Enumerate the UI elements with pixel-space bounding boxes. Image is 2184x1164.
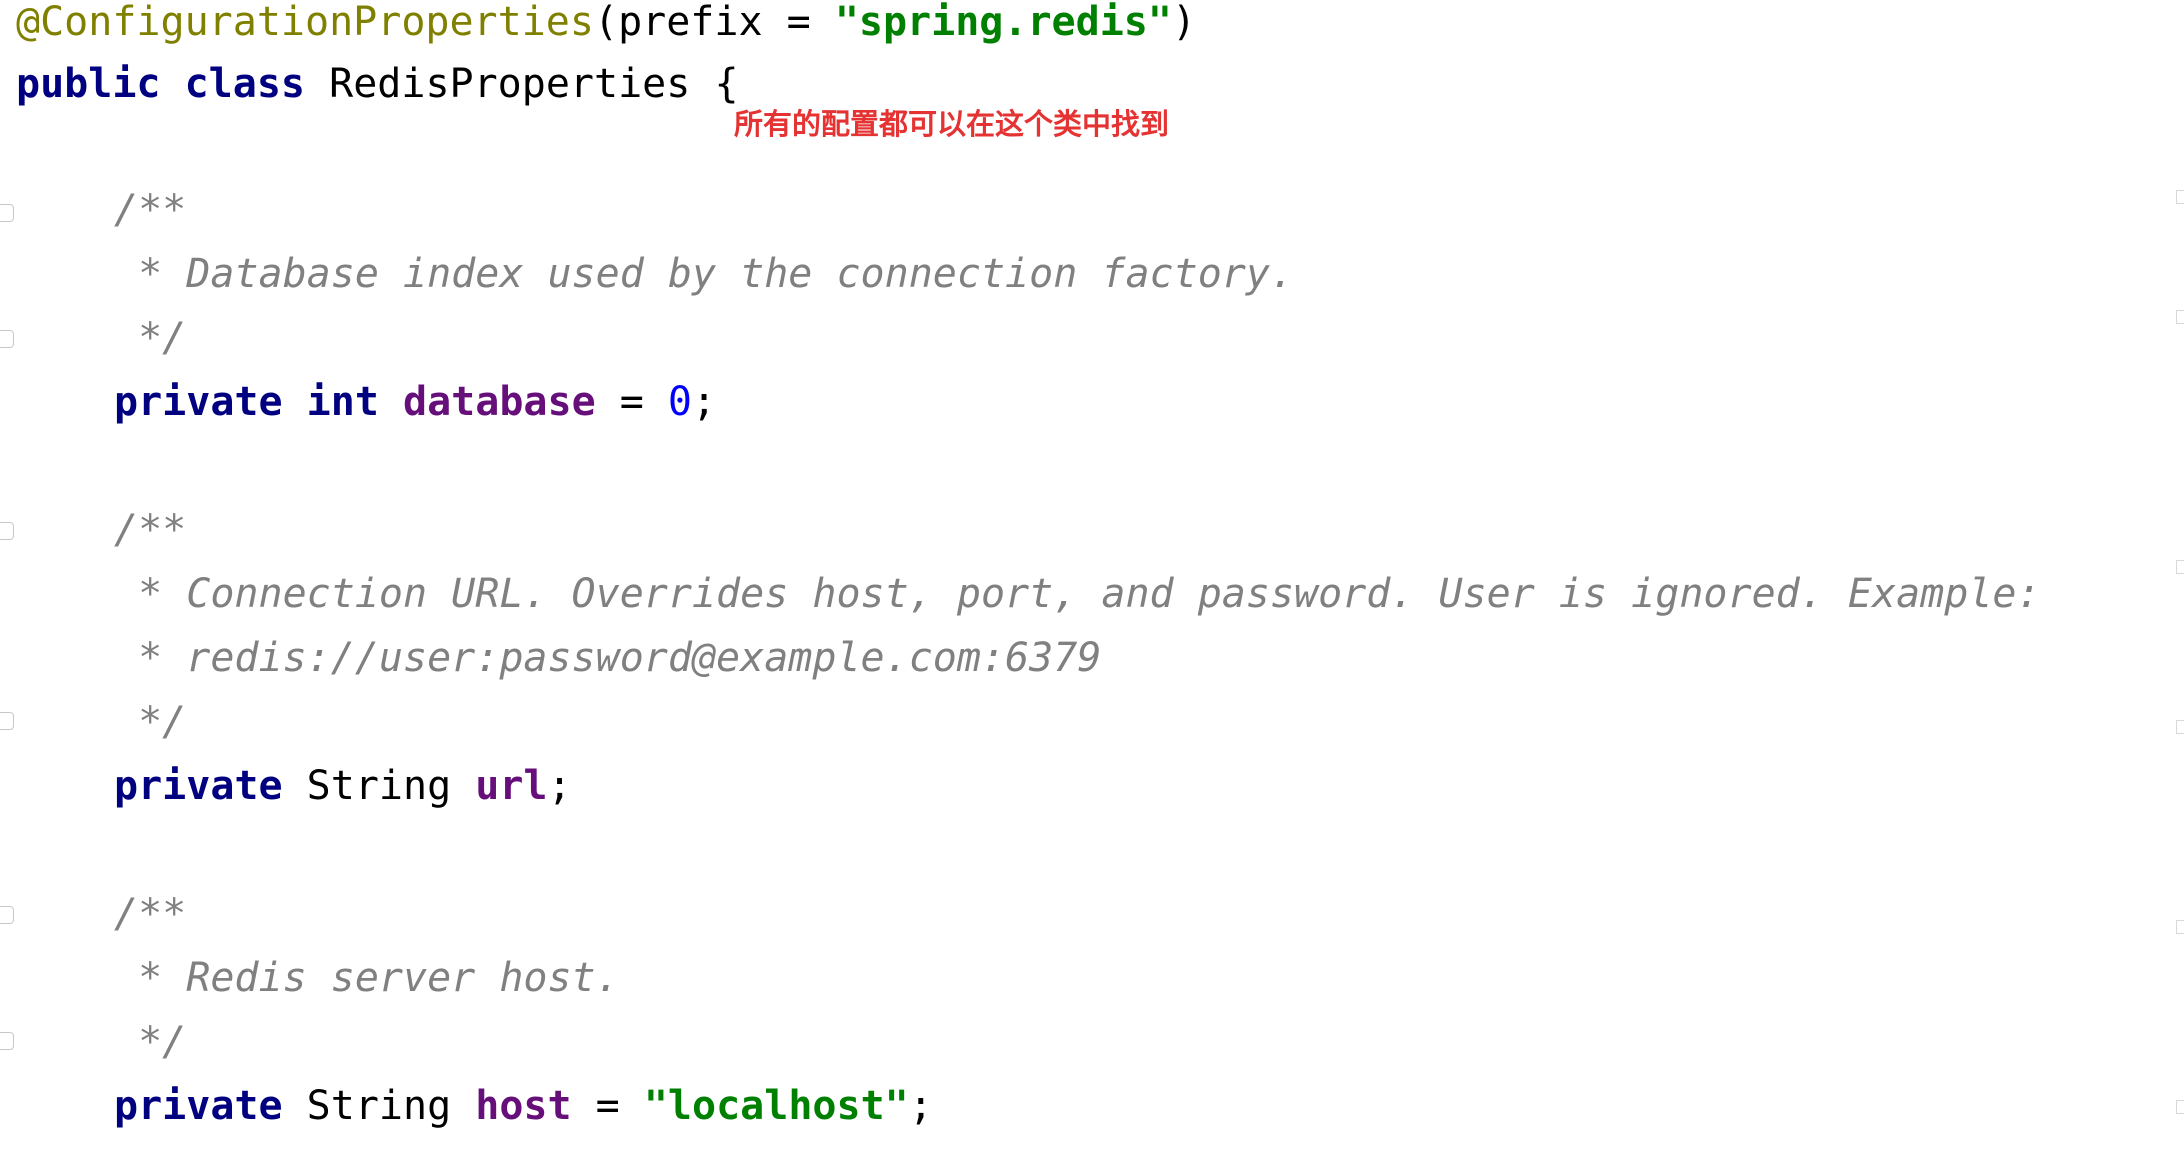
comment-text: /** xyxy=(114,507,187,553)
javadoc-close: */ xyxy=(114,1014,186,1070)
scrollbar-marker-icon xyxy=(2176,310,2184,324)
code-line-field-database: private int database = 0; xyxy=(114,374,716,430)
open-brace: { xyxy=(714,61,739,107)
open-paren: ( xyxy=(593,0,619,45)
number-literal: 0 xyxy=(667,379,693,425)
javadoc-close: */ xyxy=(114,694,186,750)
code-line-annotation: @ConfigurationProperties(prefix = "sprin… xyxy=(16,0,1196,50)
code-line-class-declaration: public class RedisProperties { xyxy=(16,56,739,112)
param-name: prefix xyxy=(618,0,763,45)
fold-toggle-icon[interactable] xyxy=(0,522,14,540)
type-int: int xyxy=(306,379,379,425)
code-line-field-host: private String host = "localhost"; xyxy=(114,1078,933,1134)
annotation-token: @ConfigurationProperties xyxy=(16,0,594,45)
comment-text: */ xyxy=(114,315,187,361)
comment-text: /** xyxy=(114,187,187,233)
field-name: host xyxy=(475,1083,572,1129)
javadoc-open: /** xyxy=(114,182,186,238)
keyword-private: private xyxy=(114,379,283,425)
comment-text: */ xyxy=(114,699,187,745)
semicolon: ; xyxy=(908,1083,933,1129)
comment-text: /** xyxy=(114,891,187,937)
code-line-field-url: private String url; xyxy=(114,758,572,814)
javadoc-line: * Database index used by the connection … xyxy=(114,246,1294,302)
fold-toggle-icon[interactable] xyxy=(0,906,14,924)
string-literal: "localhost" xyxy=(643,1083,909,1129)
type-string: String xyxy=(306,763,452,809)
equals-sign: = xyxy=(595,379,668,425)
javadoc-line: * Connection URL. Overrides host, port, … xyxy=(114,566,2041,622)
type-string: String xyxy=(306,1083,452,1129)
prefix-string: "spring.redis" xyxy=(834,0,1172,45)
comment-text: * redis://user:password@example.com:6379 xyxy=(114,635,1102,681)
comment-text: * Redis server host. xyxy=(114,955,620,1001)
field-name: url xyxy=(475,763,548,809)
comment-text: */ xyxy=(114,1019,187,1065)
javadoc-open: /** xyxy=(114,502,186,558)
equals-sign: = xyxy=(571,1083,644,1129)
comment-text: * Connection URL. Overrides host, port, … xyxy=(114,571,2041,617)
semicolon: ; xyxy=(547,763,572,809)
keyword-class: class xyxy=(184,61,306,107)
keyword-private: private xyxy=(114,763,283,809)
javadoc-close: */ xyxy=(114,310,186,366)
javadoc-open: /** xyxy=(114,886,186,942)
scrollbar-marker-icon xyxy=(2176,920,2184,934)
fold-toggle-icon[interactable] xyxy=(0,1032,14,1050)
fold-toggle-icon[interactable] xyxy=(0,330,14,348)
close-paren: ) xyxy=(1171,0,1197,45)
equals-sign: = xyxy=(762,0,835,45)
fold-toggle-icon[interactable] xyxy=(0,712,14,730)
javadoc-line: * redis://user:password@example.com:6379 xyxy=(114,630,1101,686)
scrollbar-marker-icon xyxy=(2176,190,2184,204)
keyword-private: private xyxy=(114,1083,283,1129)
class-name: RedisProperties xyxy=(329,61,691,107)
semicolon: ; xyxy=(692,379,717,425)
comment-text: * Database index used by the connection … xyxy=(114,251,1295,297)
scrollbar-marker-icon xyxy=(2176,1100,2184,1114)
javadoc-line: * Redis server host. xyxy=(114,950,620,1006)
scrollbar-marker-icon xyxy=(2176,560,2184,574)
fold-toggle-icon[interactable] xyxy=(0,204,14,222)
keyword-public: public xyxy=(16,61,161,107)
annotation-note: 所有的配置都可以在这个类中找到 xyxy=(734,107,1170,141)
field-name: database xyxy=(403,379,596,425)
scrollbar-marker-icon xyxy=(2176,720,2184,734)
